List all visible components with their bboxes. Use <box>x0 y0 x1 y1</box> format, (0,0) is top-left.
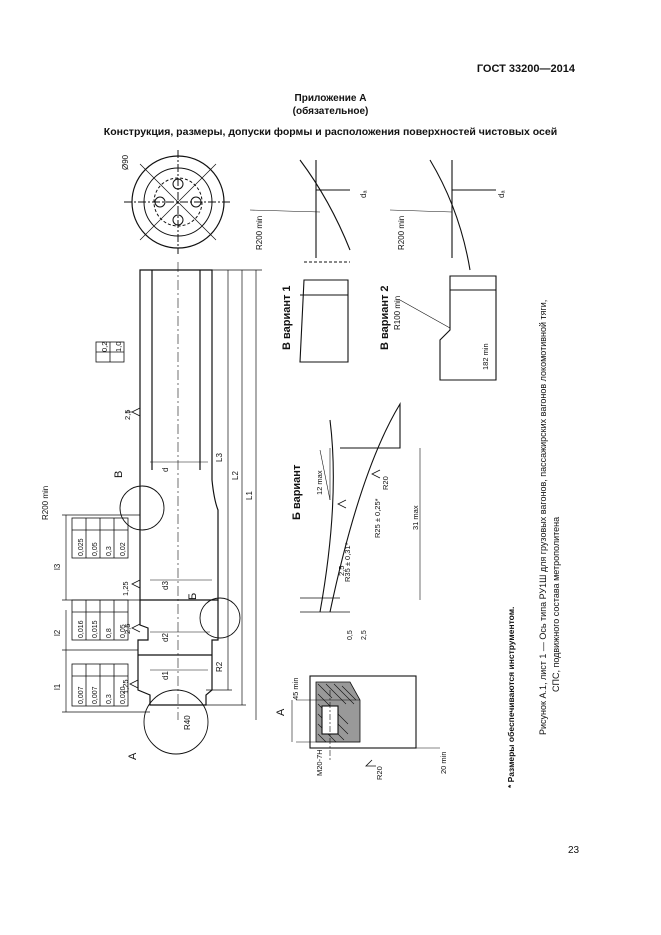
tol-3-2: 0,8 <box>106 628 113 638</box>
tolerance-block-1: 0,2 1,0 <box>95 342 125 363</box>
L1-label: L1 <box>245 491 254 500</box>
d2-label: d2 <box>161 633 170 642</box>
tol-4-3: 0,020 <box>120 686 127 704</box>
callout-b: Б <box>187 593 199 600</box>
r2-label: R2 <box>215 661 224 672</box>
r40-label: R40 <box>183 715 192 730</box>
tol-2-0: 0,025 <box>78 538 85 556</box>
length-dimensions <box>206 269 262 720</box>
b-r20: R20 <box>381 476 390 490</box>
d3-label: d3 <box>161 581 170 590</box>
tol-2-1: 0,05 <box>92 542 99 556</box>
b-r25: R25 ± 0,25* <box>373 498 382 538</box>
tol-4-0: 0,007 <box>78 686 85 704</box>
footnote: * Размеры обеспечиваются инструментом. <box>506 607 516 788</box>
annex-heading: Приложение А (обязательное) <box>0 92 661 118</box>
tol-4-1: 0,007 <box>92 686 99 704</box>
axle-body <box>137 262 219 720</box>
l1-label: l1 <box>53 683 62 690</box>
callout-a: А <box>127 752 139 760</box>
v2-r100: R100 min <box>393 296 402 330</box>
annex-title: Приложение А <box>294 93 367 104</box>
callout-v: В <box>113 471 125 478</box>
a-20min: 20 min <box>439 751 448 774</box>
b-25: 2,5 <box>361 630 368 640</box>
tol-2-2: 0,3 <box>106 546 113 556</box>
end-view: Ø90 <box>121 150 232 254</box>
b-31max: 31 max <box>411 505 420 530</box>
detail-a-title: А <box>275 708 287 716</box>
variant-b-detail <box>300 402 421 613</box>
tol-1-1: 1,0 <box>114 342 123 352</box>
figure-title: Конструкция, размеры, допуски формы и ра… <box>103 126 558 138</box>
caption-line-2: СПС, подвижного состава метрополитена <box>551 517 561 692</box>
tol-2-3: 0,02 <box>120 542 127 556</box>
tolerance-block-4: 0,007 0,007 0,3 0,020 <box>71 663 129 707</box>
a-r20: R20 <box>375 766 384 780</box>
annex-status: (обязательное) <box>292 106 369 117</box>
tol-3-3: 0,05 <box>120 624 127 638</box>
d1-label: d1 <box>161 671 170 680</box>
l2-label: l2 <box>53 629 62 636</box>
tol-1-0: 0,2 <box>100 342 109 352</box>
caption-line-1: Рисунок А.1, лист 1 — Ось типа РУ1Ш для … <box>538 300 548 735</box>
roughness-marks <box>126 407 141 689</box>
b-12max: 12 max <box>315 470 324 495</box>
rough-d3: 1,25 <box>121 581 130 596</box>
tolerance-block-3: 0,016 0,015 0,8 0,05 <box>71 599 129 641</box>
detail-v-circle <box>119 485 165 531</box>
b-r35: R35 ± 0,31* <box>343 542 352 582</box>
standard-header: ГОСТ 33200—2014 <box>476 63 575 75</box>
v2-182: 182 min <box>481 343 490 370</box>
rough-d1: 1,25 <box>121 679 130 694</box>
tol-3-0: 0,016 <box>78 620 85 638</box>
v2-r200: R200 min <box>397 216 406 250</box>
v2-da: dₐ <box>497 190 506 198</box>
variant-v1-detail <box>249 159 351 363</box>
detail-a <box>291 675 440 767</box>
tolerance-block-2: 0,025 0,05 0,3 0,02 <box>71 517 129 559</box>
d-label: d <box>161 468 170 472</box>
b-05: 0,5 <box>347 630 354 640</box>
detail-b-circle <box>199 597 241 639</box>
page-number: 23 <box>568 845 580 856</box>
v1-da: dₐ <box>359 190 368 198</box>
d90-label: Ø90 <box>121 154 130 170</box>
L2-label: L2 <box>231 471 240 480</box>
rough-d2: 2,5 <box>123 624 132 634</box>
a-m20: M20-7H <box>315 749 324 776</box>
tol-4-2: 0,3 <box>106 694 113 704</box>
a-45min: 45 min <box>291 677 300 700</box>
variant-v2-title: В вариант 2 <box>379 285 391 350</box>
left-length-dimensions <box>62 514 150 713</box>
detail-a-circle <box>143 689 209 755</box>
tol-3-1: 0,015 <box>92 620 99 638</box>
variant-b-title: Б вариант <box>291 464 303 520</box>
variant-v2-detail <box>389 159 497 381</box>
L3-label: L3 <box>215 453 224 462</box>
l3-label: l3 <box>53 563 62 570</box>
v1-r200: R200 min <box>255 216 264 250</box>
b-rough: 2,5 <box>337 566 346 576</box>
variant-v1-title: В вариант 1 <box>281 285 293 350</box>
rough-body: 2,5 <box>123 410 132 420</box>
r200-main-label: R200 min <box>41 486 50 520</box>
